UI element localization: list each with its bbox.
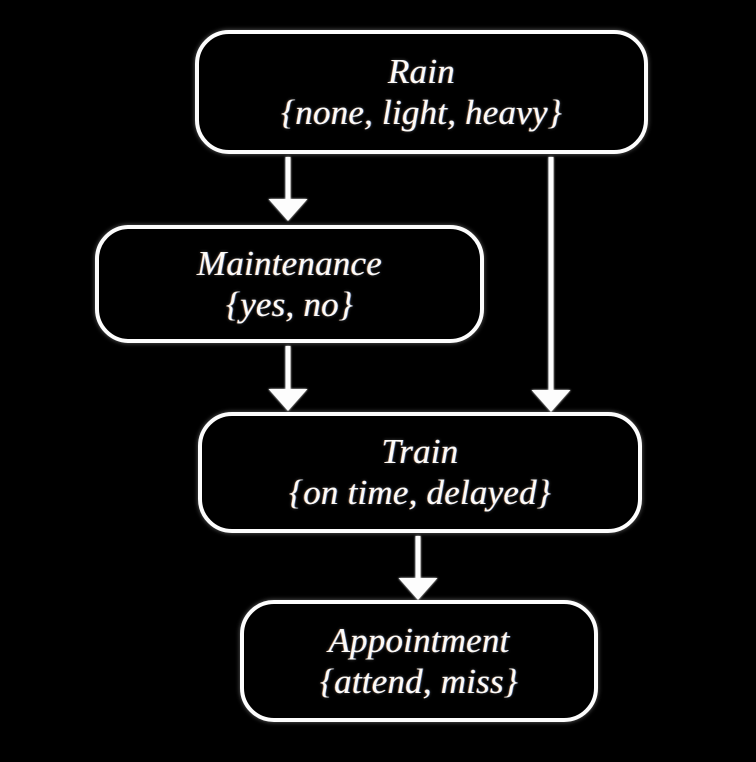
node-rain[interactable]: Rain {none, light, heavy} — [195, 30, 648, 154]
node-maintenance[interactable]: Maintenance {yes, no} — [95, 225, 484, 343]
node-maintenance-states: {yes, no} — [226, 284, 353, 324]
node-appointment[interactable]: Appointment {attend, miss} — [240, 600, 598, 722]
node-maintenance-label: Maintenance — [197, 243, 382, 283]
node-train-label: Train — [381, 432, 459, 472]
node-appointment-states: {attend, miss} — [319, 661, 519, 701]
node-rain-label: Rain — [388, 51, 455, 91]
node-rain-states: {none, light, heavy} — [281, 92, 562, 132]
node-train[interactable]: Train {on time, delayed} — [198, 412, 642, 533]
node-train-states: {on time, delayed} — [289, 473, 551, 512]
node-appointment-label: Appointment — [328, 620, 510, 660]
